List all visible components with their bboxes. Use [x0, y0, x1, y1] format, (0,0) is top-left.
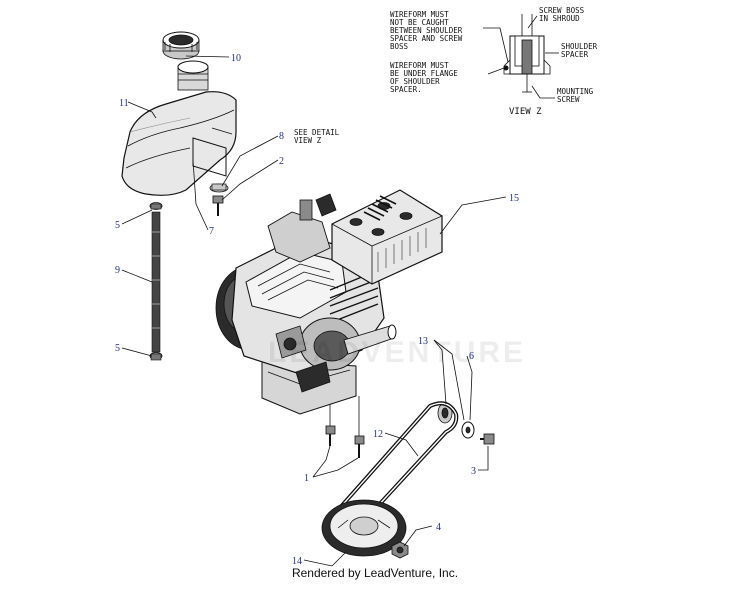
callout-10[interactable]: 10 — [231, 53, 241, 64]
fuel-cap[interactable] — [162, 31, 200, 60]
note-wireform-a-5: BOSS — [390, 42, 409, 51]
leader-lines — [121, 55, 507, 567]
note-wireform-b-3: OF SHOULDER — [390, 77, 440, 86]
note-see-detail-1: SEE DETAIL — [294, 128, 340, 137]
callout-7[interactable]: 7 — [209, 226, 214, 237]
callout-11[interactable]: 11 — [119, 98, 129, 109]
shoulder-spacer[interactable] — [209, 183, 229, 193]
engine-bolt-right[interactable] — [354, 396, 365, 458]
callout-15[interactable]: 15 — [509, 193, 519, 204]
cylinder-fins — [329, 271, 379, 323]
callout-3[interactable]: 3 — [471, 466, 476, 477]
note-wireform-a-2: NOT BE CAUGHT — [390, 18, 449, 27]
note-mounting-2: SCREW — [557, 95, 580, 104]
engine-bolt-left[interactable] — [325, 404, 336, 446]
note-mounting-1: MOUNTING — [557, 87, 594, 96]
note-shoulder-1: SHOULDER — [561, 42, 598, 51]
callout-2[interactable]: 2 — [279, 156, 284, 167]
note-wireform-b-4: SPACER. — [390, 85, 422, 94]
callout-5-lower[interactable]: 5 — [115, 343, 120, 354]
mounting-screw[interactable] — [212, 195, 224, 216]
engine[interactable] — [215, 193, 397, 415]
note-wireform-a-3: BETWEEN SHOULDER — [390, 26, 463, 35]
callout-13[interactable]: 13 — [418, 336, 428, 347]
callout-6[interactable]: 6 — [469, 351, 474, 362]
callouts: 10 11 8 2 5 9 5 7 15 13 6 12 3 1 4 14 — [115, 53, 519, 567]
render-credit: Rendered by LeadVenture, Inc. — [291, 566, 459, 580]
note-wireform-b-2: BE UNDER FLANGE — [390, 69, 458, 78]
note-screw-boss-1: SCREW BOSS — [539, 6, 585, 15]
washer[interactable] — [461, 421, 475, 439]
callout-12[interactable]: 12 — [373, 429, 383, 440]
screw-boss-section — [483, 14, 559, 99]
fuel-line-clamp-lower[interactable] — [149, 352, 163, 361]
fuel-tank[interactable] — [121, 60, 237, 196]
callout-5-upper[interactable]: 5 — [115, 220, 120, 231]
note-wireform-a-1: WIREFORM MUST — [390, 10, 449, 19]
view-z-caption: VIEW Z — [509, 107, 542, 117]
callout-9[interactable]: 9 — [115, 265, 120, 276]
detail-view-z: WIREFORM MUST NOT BE CAUGHT BETWEEN SHOU… — [390, 6, 598, 117]
note-wireform-b-1: WIREFORM MUST — [390, 61, 449, 70]
callout-8[interactable]: 8 — [279, 131, 284, 142]
callout-4[interactable]: 4 — [436, 522, 441, 533]
note-see-detail-2: VIEW Z — [294, 136, 322, 145]
fuel-line[interactable] — [151, 211, 161, 353]
note-wireform-a-4: SPACER AND SCREW — [390, 34, 463, 43]
watermark: LEADVENTURE — [268, 336, 527, 369]
note-shoulder-2: SPACER — [561, 50, 589, 59]
fuel-line-clamp-upper[interactable] — [149, 202, 163, 210]
note-screw-boss-2: IN SHROUD — [539, 14, 580, 23]
pulley-adapter[interactable] — [437, 402, 453, 424]
muffler[interactable] — [331, 189, 443, 285]
pulley-bolt[interactable] — [480, 433, 495, 445]
callout-14[interactable]: 14 — [292, 556, 302, 567]
callout-1[interactable]: 1 — [304, 473, 309, 484]
driven-pulley[interactable] — [321, 499, 407, 557]
